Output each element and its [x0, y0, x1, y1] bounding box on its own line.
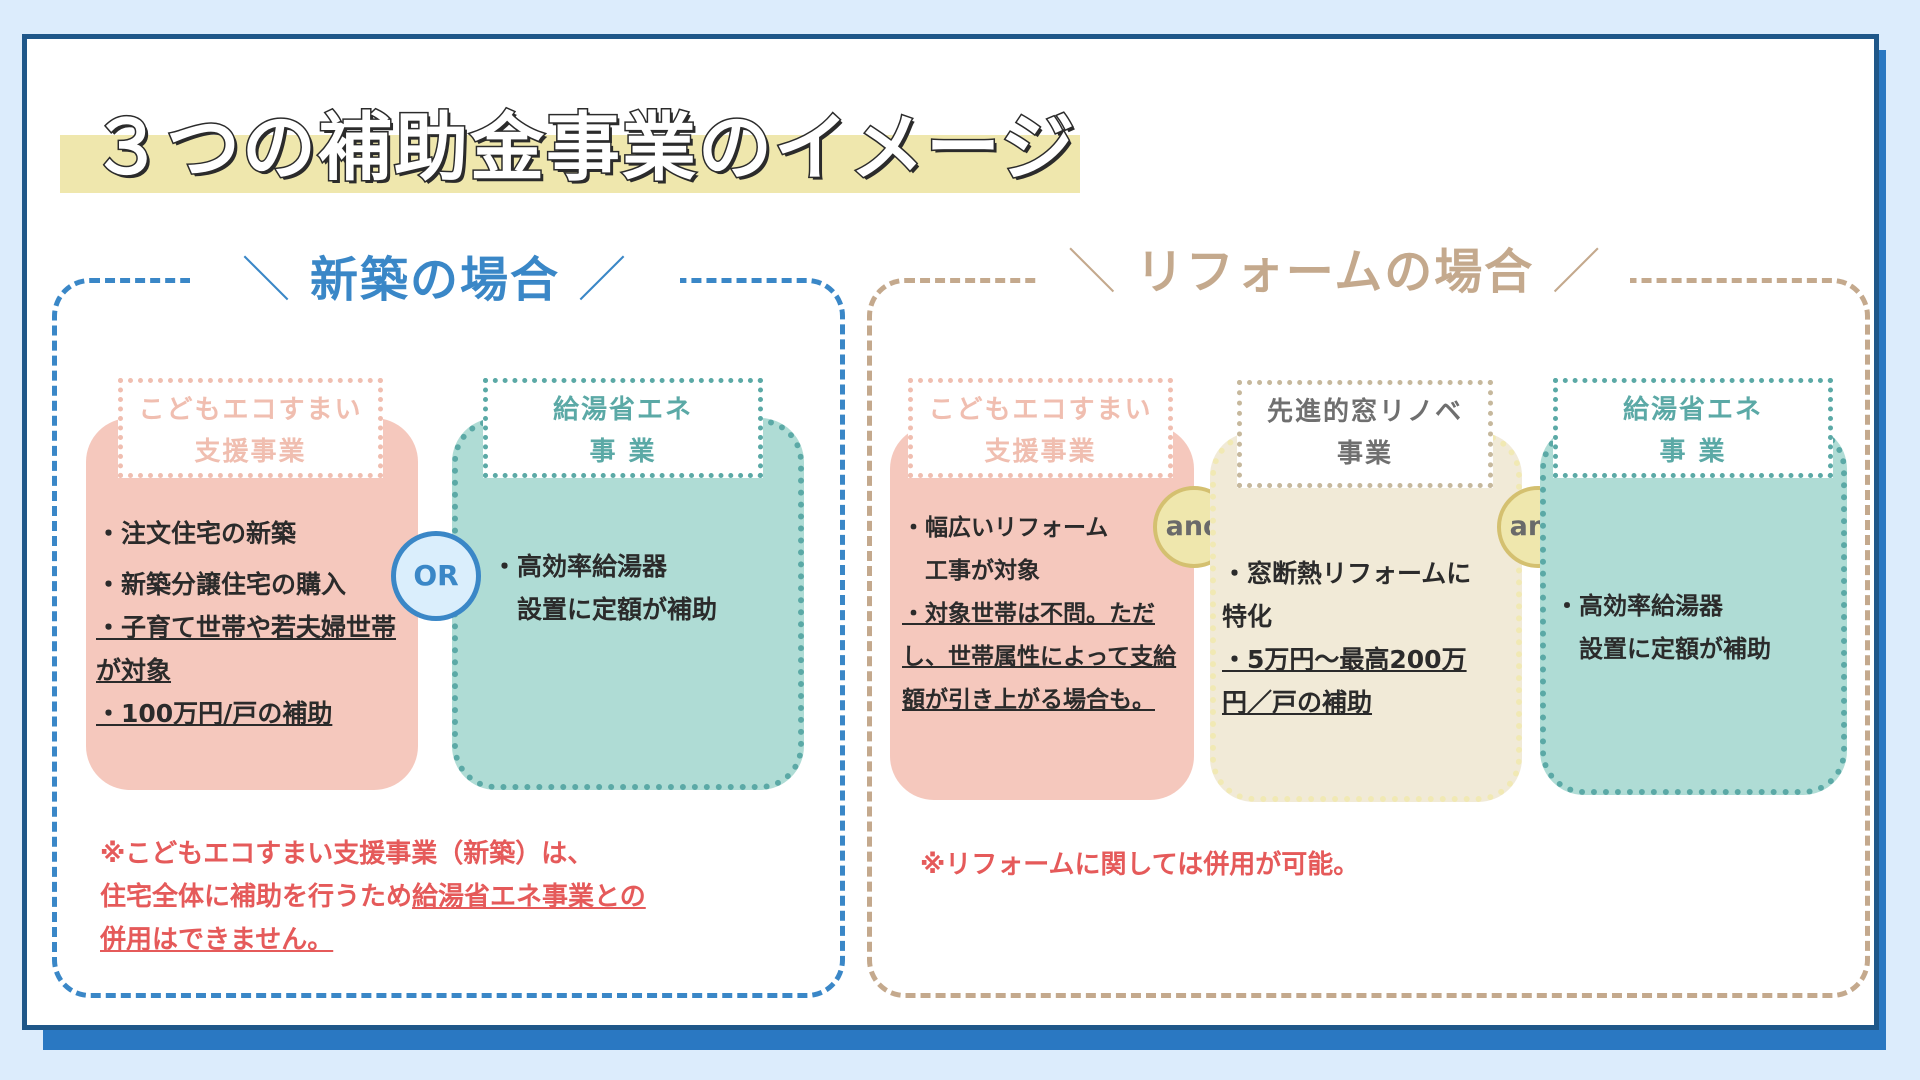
new-build-note: ※こどもエコすまい支援事業（新築）は、 住宅全体に補助を行うため給湯省エネ事業と…	[100, 833, 646, 962]
reform-heading-text: リフォームの場合	[1135, 244, 1535, 300]
slash-left: ＼	[241, 252, 292, 308]
reform-mado-label: 先進的窓リノベ 事業	[1237, 380, 1493, 488]
reform-kyuto-label-line2: 事 業	[1659, 437, 1727, 467]
reform-kodomo-line-4: し、世帯属性によって支給	[902, 644, 1177, 670]
reform-kyuto-text: ・高効率給湯器 設置に定額が補助	[1555, 585, 1771, 671]
reform-kodomo-line-5: 額が引き上がる場合も。	[902, 687, 1155, 713]
new-build-heading: ＼ 新築の場合 ／	[190, 240, 680, 310]
new-kodomo-text: ・注文住宅の新築 ・新築分譲住宅の購入 ・子育て世帯や若夫婦世帯 が対象 ・10…	[96, 512, 396, 735]
reform-note: ※リフォームに関しては併用が可能。	[920, 850, 1360, 880]
reform-mado-line-1: ・窓断熱リフォームに	[1222, 559, 1472, 588]
new-kodomo-line-1: ・注文住宅の新築	[96, 519, 297, 548]
new-note-line-2b: 給湯省エネ事業との	[412, 882, 646, 912]
reform-mado-line-2: 特化	[1222, 602, 1273, 631]
new-kodomo-label-line2: 支援事業	[194, 437, 307, 467]
new-kodomo-card	[86, 418, 418, 790]
new-kyuto-label: 給湯省エネ 事 業	[483, 378, 763, 478]
new-kyuto-text: ・高効率給湯器 設置に定額が補助	[492, 545, 717, 631]
reform-kyuto-card	[1540, 425, 1847, 795]
reform-kodomo-label-line2: 支援事業	[984, 437, 1097, 467]
new-kodomo-label-line1: こどもエコすまい	[138, 395, 363, 425]
reform-mado-text: ・窓断熱リフォームに 特化 ・5万円〜最高200万 円／戸の補助	[1222, 552, 1471, 724]
slash-left: ＼	[1067, 244, 1118, 300]
new-build-heading-text: 新築の場合	[309, 252, 560, 308]
reform-mado-label-line1: 先進的窓リノベ	[1266, 397, 1463, 427]
reform-kodomo-line-3: ・対象世帯は不問。ただ	[902, 601, 1155, 627]
new-kodomo-line-4: が対象	[96, 656, 172, 685]
reform-kyuto-label: 給湯省エネ 事 業	[1553, 378, 1833, 478]
new-kodomo-label: こどもエコすまい 支援事業	[118, 378, 383, 478]
reform-kodomo-line-2: 工事が対象	[902, 558, 1040, 584]
reform-kyuto-line-1: ・高効率給湯器	[1555, 592, 1723, 620]
new-kodomo-line-2: ・新築分譲住宅の購入	[96, 570, 347, 599]
new-kodomo-line-5: ・100万円/戸の補助	[96, 699, 333, 728]
new-kyuto-label-line1: 給湯省エネ	[552, 395, 693, 425]
reform-mado-line-4: 円／戸の補助	[1222, 688, 1373, 717]
slash-right: ／	[578, 252, 629, 308]
reform-kodomo-line-1: ・幅広いリフォーム	[902, 515, 1109, 541]
reform-kyuto-line-2: 設置に定額が補助	[1555, 635, 1771, 663]
reform-kodomo-text: ・幅広いリフォーム 工事が対象 ・対象世帯は不問。ただ し、世帯属性によって支給…	[902, 507, 1176, 722]
new-kyuto-line-1: ・高効率給湯器	[492, 552, 668, 581]
new-note-line-3: 併用はできません。	[100, 925, 334, 955]
page-title: ３つの補助金事業のイメージ	[89, 104, 1077, 193]
new-note-line-2: 住宅全体に補助を行うため給湯省エネ事業との	[100, 876, 646, 919]
reform-mado-line-3: ・5万円〜最高200万	[1222, 645, 1467, 674]
reform-heading: ＼ リフォームの場合 ／	[1040, 232, 1630, 302]
reform-kyuto-label-line1: 給湯省エネ	[1622, 395, 1763, 425]
reform-kodomo-label-line1: こどもエコすまい	[928, 395, 1153, 425]
new-kyuto-line-2: 設置に定額が補助	[492, 595, 718, 624]
new-kyuto-label-line2: 事 業	[589, 437, 657, 467]
reform-kodomo-label: こどもエコすまい 支援事業	[908, 378, 1173, 478]
reform-mado-label-line2: 事業	[1336, 439, 1393, 469]
new-kodomo-line-3: ・子育て世帯や若夫婦世帯	[96, 613, 397, 642]
new-note-line-2a: 住宅全体に補助を行うため	[100, 882, 413, 912]
title-highlight	[60, 135, 1080, 193]
or-badge: OR	[391, 531, 481, 621]
slash-right: ／	[1552, 244, 1603, 300]
new-note-line-1: ※こどもエコすまい支援事業（新築）は、	[100, 839, 594, 869]
